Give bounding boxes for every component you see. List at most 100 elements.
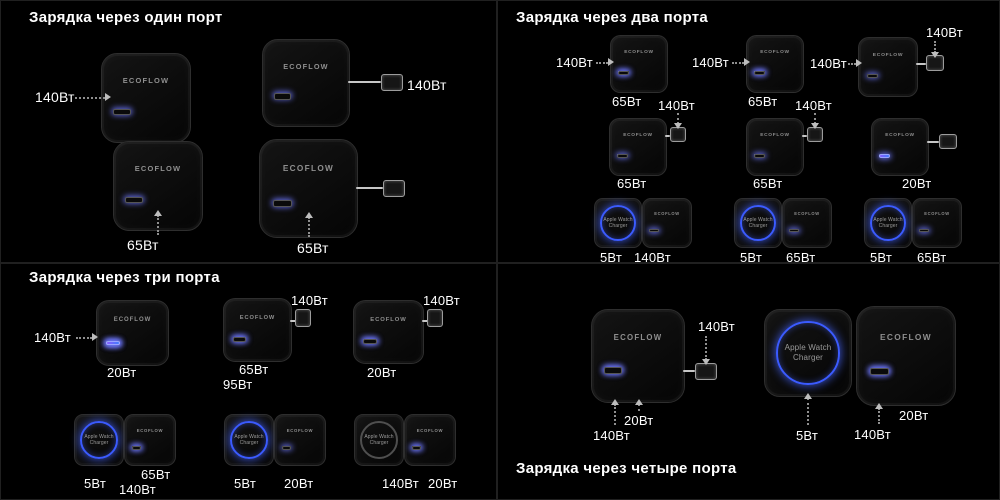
ecoflow-logo: ECOFLOW <box>885 133 915 138</box>
charging-ring-icon <box>359 420 399 460</box>
dotted-connector <box>677 113 679 124</box>
dotted-connector <box>308 217 310 237</box>
ecoflow-logo: ECOFLOW <box>113 317 152 323</box>
cable-plug <box>381 74 403 91</box>
power-label: 20Вт <box>428 476 458 491</box>
ports-row <box>754 153 795 166</box>
cable <box>290 320 296 322</box>
dotted-connector <box>934 41 936 53</box>
ecoflow-logo: ECOFLOW <box>924 211 950 216</box>
dotted-connector <box>878 408 880 424</box>
ecoflow-logo: ECOFLOW <box>282 164 335 174</box>
power-label: 95Вт <box>223 377 253 392</box>
charger-device: ECOFLOW <box>746 35 804 93</box>
dotted-connector <box>807 398 809 425</box>
charger-device: ECOFLOW <box>610 35 668 93</box>
apple-watch-charger-label: Apple Watch Charger <box>84 433 114 446</box>
ports-row <box>125 196 190 216</box>
power-label: 65Вт <box>127 237 159 253</box>
arrow-up-icon <box>875 403 883 409</box>
ports-row <box>617 153 658 166</box>
cable-plug <box>939 134 957 149</box>
ecoflow-logo: ECOFLOW <box>134 164 182 173</box>
cable <box>356 187 383 189</box>
apple-watch-charger-label: Apple Watch Charger <box>873 216 903 229</box>
usb-a-port <box>879 153 891 158</box>
apple-watch-charger-label: Apple Watch Charger <box>234 433 264 446</box>
charging-ring-icon <box>739 204 777 242</box>
cable-plug <box>427 309 443 327</box>
arrow-down-icon <box>811 123 819 129</box>
arrow-down-icon <box>702 359 710 365</box>
ports-row <box>274 93 338 112</box>
ports-row <box>754 70 795 83</box>
dotted-connector <box>638 404 640 411</box>
cable-plug <box>695 363 717 380</box>
cable-plug <box>670 127 686 142</box>
ecoflow-logo: ECOFLOW <box>286 427 314 433</box>
charging-ring-icon <box>79 420 119 460</box>
charger-device: ECOFLOW <box>96 300 169 366</box>
arrow-up-icon <box>804 393 812 399</box>
power-label: 65Вт <box>786 250 816 263</box>
power-label: 140Вт <box>34 330 71 345</box>
power-label: 140Вт <box>692 55 729 70</box>
charger-device: ECOFLOW <box>101 53 191 143</box>
power-label: 140Вт <box>407 77 447 93</box>
cable <box>916 63 926 65</box>
charger-device: ECOFLOW <box>609 118 667 176</box>
watch-charger: Apple Watch Charger <box>224 414 274 466</box>
power-label: 65Вт <box>239 362 269 377</box>
power-label: 65Вт <box>141 467 171 482</box>
power-label: 65Вт <box>617 176 647 191</box>
apple-watch-charger-label: Apple Watch Charger <box>743 216 773 229</box>
charger-device: ECOFLOW <box>912 198 962 248</box>
arrow-up-icon <box>611 399 619 405</box>
ports-row <box>281 446 319 457</box>
apple-watch-charger-label: Apple Watch Charger <box>364 433 394 446</box>
ecoflow-logo: ECOFLOW <box>872 52 904 58</box>
ports-row <box>618 70 659 83</box>
usb-a-port <box>919 228 929 233</box>
ports-row <box>131 446 169 457</box>
ecoflow-logo: ECOFLOW <box>416 427 444 433</box>
usb-a-port <box>649 228 659 233</box>
power-label: 20Вт <box>107 365 137 380</box>
apple-watch-charger-label: Apple Watch Charger <box>784 343 832 362</box>
panel-title-four-ports: Зарядка через четыре порта <box>516 460 737 477</box>
ecoflow-logo: ECOFLOW <box>239 314 276 321</box>
ecoflow-logo: ECOFLOW <box>136 427 164 433</box>
ports-row <box>789 228 825 240</box>
ecoflow-logo: ECOFLOW <box>760 50 790 55</box>
power-label: 140Вт <box>382 476 419 491</box>
cable <box>927 141 939 143</box>
charger-device: ECOFLOW <box>591 309 685 403</box>
charging-ring-icon <box>229 420 269 460</box>
dotted-connector <box>76 337 92 339</box>
usb-a-port <box>869 367 890 376</box>
cable-plug <box>807 127 823 142</box>
ecoflow-logo: ECOFLOW <box>794 211 820 216</box>
arrow-right-icon <box>856 59 862 67</box>
power-label: 5Вт <box>870 250 893 263</box>
dotted-connector <box>596 62 608 64</box>
cable <box>665 135 670 137</box>
ecoflow-logo: ECOFLOW <box>283 61 329 71</box>
power-label: 65Вт <box>748 94 778 109</box>
watch-charger: Apple Watch Charger <box>864 198 912 248</box>
power-label: 20Вт <box>624 413 654 428</box>
arrow-right-icon <box>92 333 98 341</box>
ports-row <box>113 108 178 128</box>
power-label: 5Вт <box>600 250 623 263</box>
arrow-right-icon <box>105 93 111 101</box>
watch-charger: Apple Watch Charger <box>594 198 642 248</box>
usb-a-port <box>617 153 629 158</box>
ports-row <box>866 73 910 87</box>
cable <box>802 135 807 137</box>
charging-ring-icon <box>776 321 840 385</box>
usb-a-port <box>106 340 121 346</box>
